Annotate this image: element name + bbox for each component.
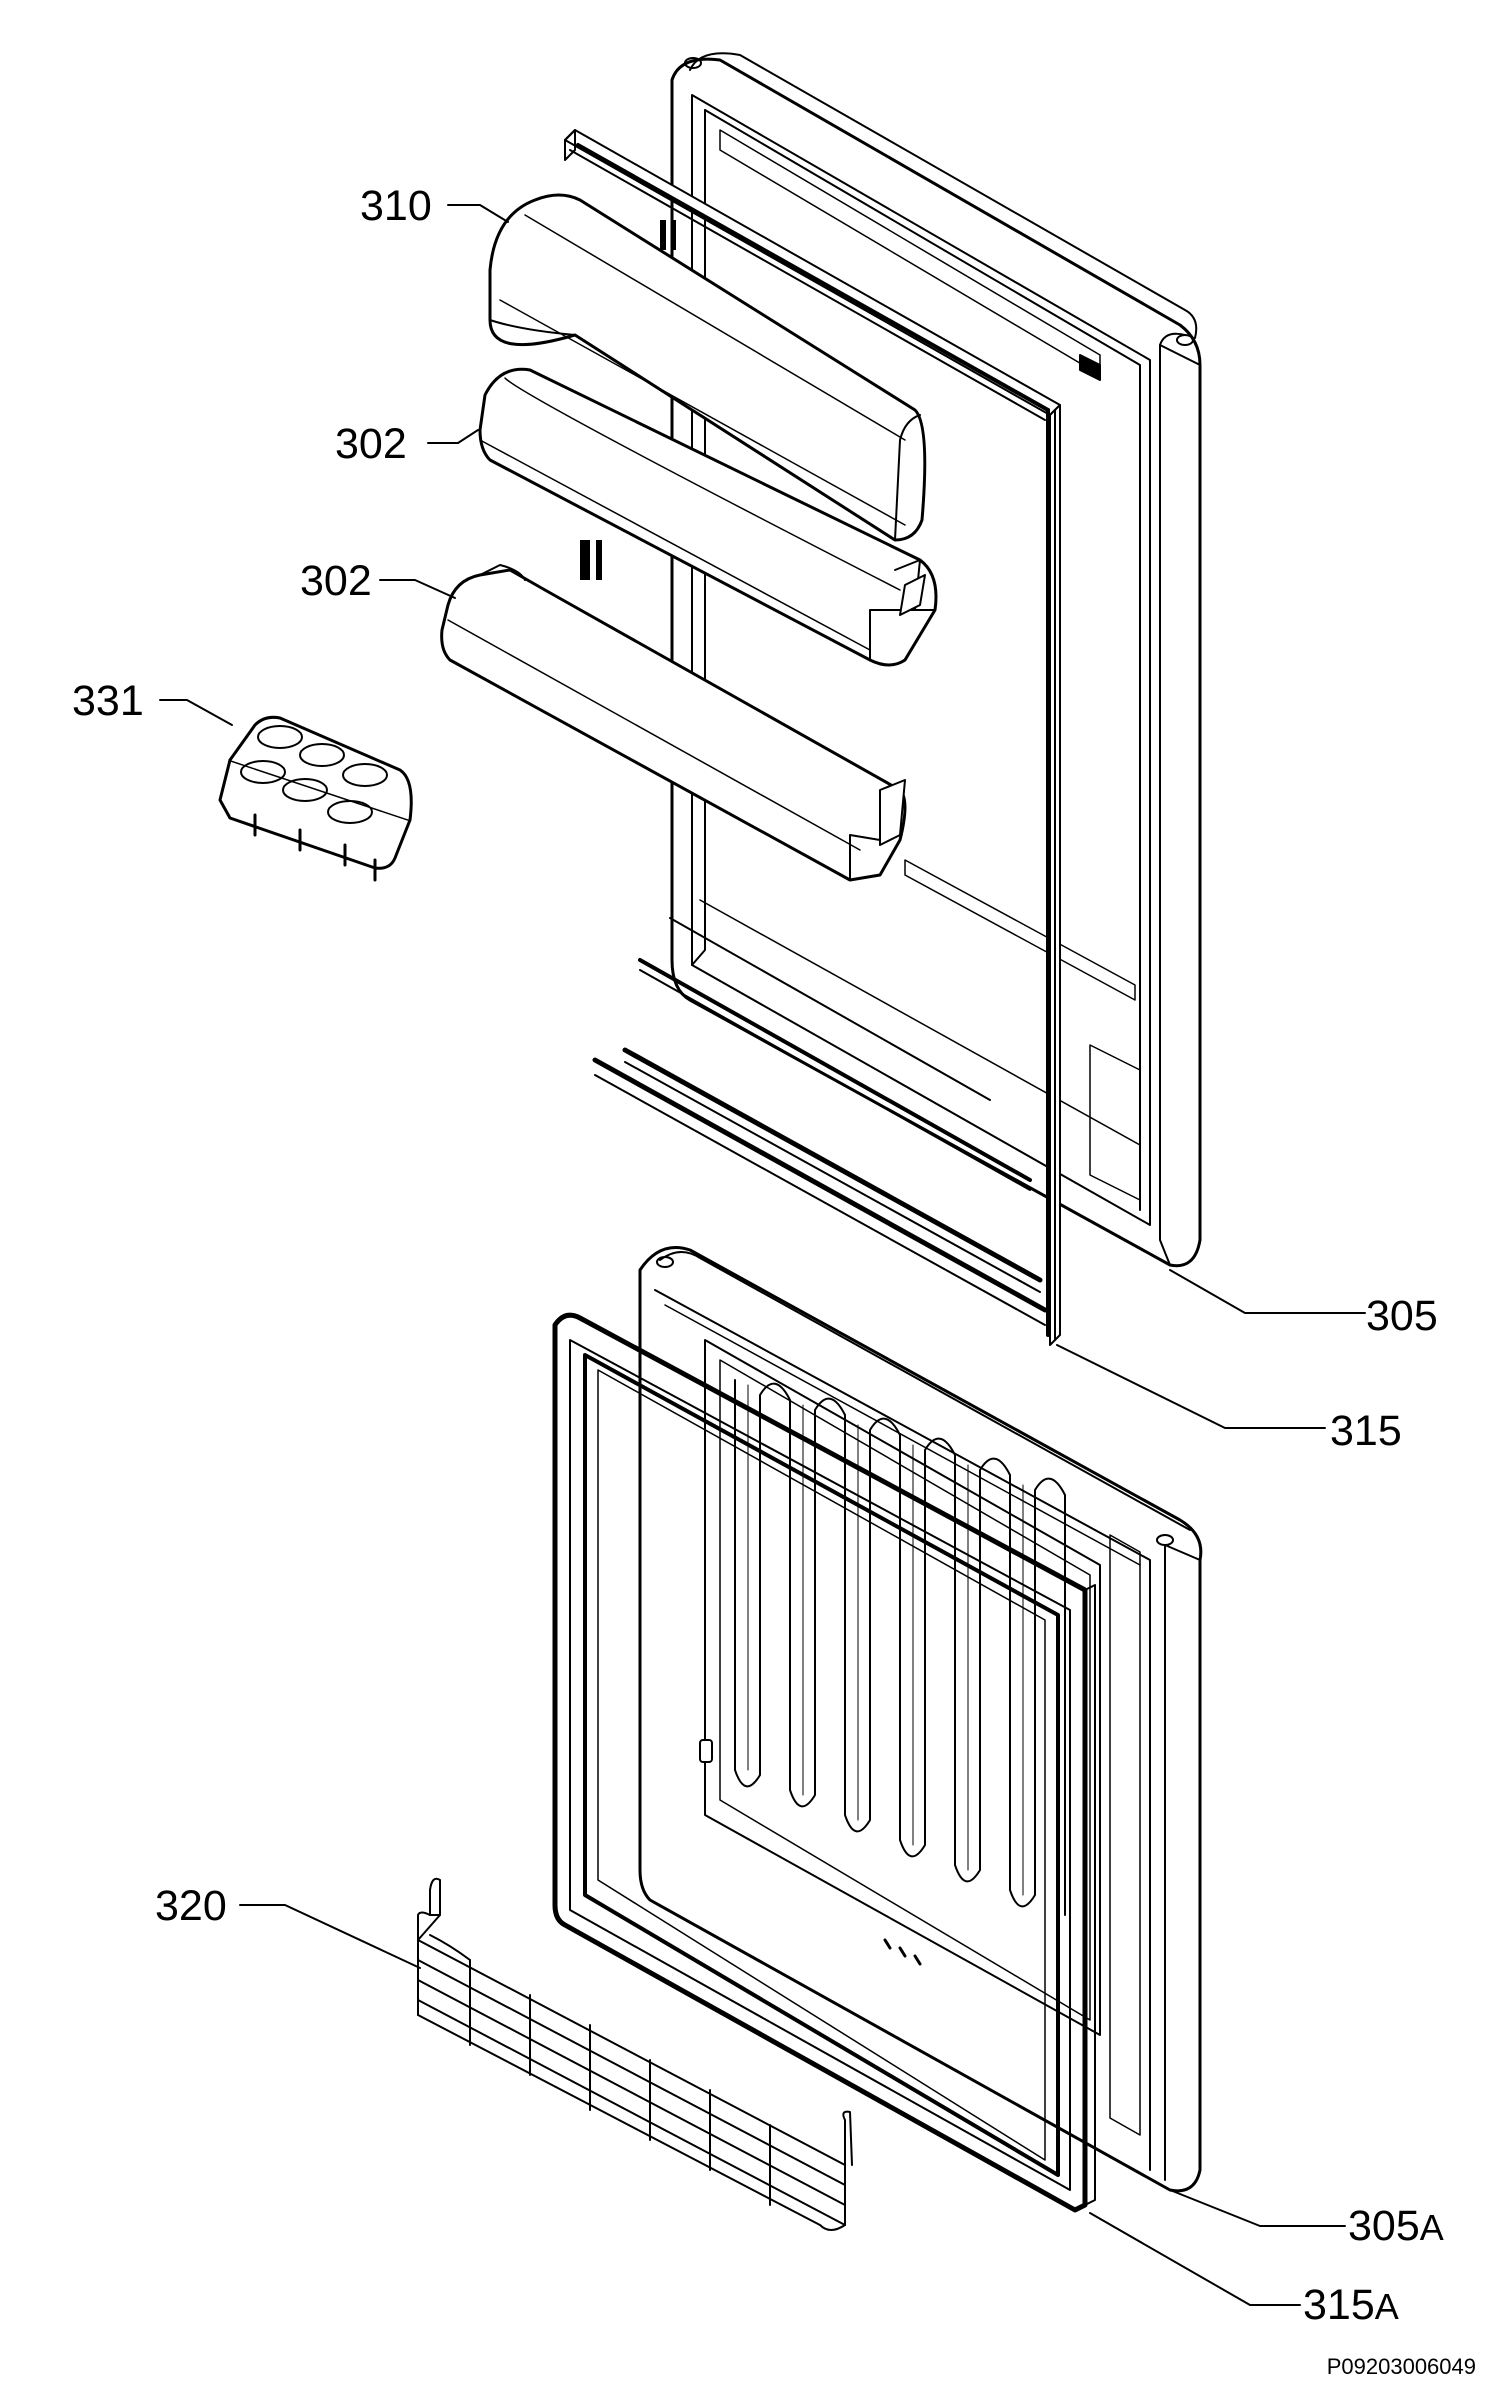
- lower-door-305a: [640, 1248, 1201, 2191]
- callout-302-upper: 302: [335, 420, 407, 468]
- upper-door-305: [660, 53, 1200, 1265]
- egg-tray-331: [220, 717, 411, 880]
- callout-310: 310: [360, 182, 432, 230]
- callout-315a-suffix: A: [1374, 2286, 1399, 2327]
- callout-315a-number: 315: [1303, 2281, 1375, 2329]
- callout-331: 331: [72, 677, 144, 725]
- callout-302-lower: 302: [300, 557, 372, 605]
- upper-gasket-315: [565, 130, 1060, 1345]
- wire-basket-320: [418, 1879, 852, 2230]
- door-shelf-302-upper: [480, 369, 936, 665]
- drawing-code: P09203006049: [1326, 2354, 1476, 2379]
- door-shelf-302-lower: [442, 540, 905, 880]
- callout-305a-suffix: A: [1419, 2207, 1444, 2248]
- callout-315: 315: [1330, 1407, 1402, 1455]
- callout-305a-number: 305: [1348, 2202, 1420, 2250]
- callout-320: 320: [155, 1882, 227, 1930]
- callout-305: 305: [1366, 1292, 1438, 1340]
- callout-315a: 315A: [1303, 2284, 1399, 2327]
- dairy-cover-310: [490, 195, 925, 540]
- leader-lines: [160, 205, 1365, 2305]
- callout-305a: 305A: [1348, 2205, 1444, 2248]
- lower-gasket-315a: [555, 1315, 1095, 2210]
